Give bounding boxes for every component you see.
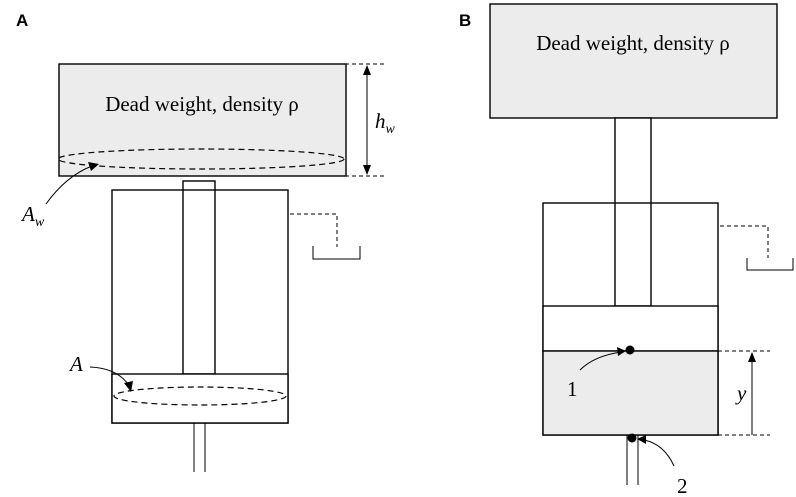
panel-a-area-w-arrowhead	[88, 162, 99, 171]
panel-a-area-arrowhead	[124, 381, 133, 392]
panel-b: B Dead weight, density ρ 1 y 2	[459, 3, 794, 497]
panel-a-area-w-pointer	[45, 165, 93, 205]
panel-b-position-symbol: y	[735, 381, 747, 405]
panel-b-letter: B	[459, 11, 471, 30]
panel-a-weight-area-ellipse	[57, 148, 345, 170]
panel-b-point-1-marker	[625, 345, 635, 355]
panel-a-area-symbol: A	[68, 352, 83, 376]
panel-b-point-1-label: 1	[567, 377, 578, 401]
panel-b-point-2-arrowhead	[637, 435, 646, 444]
panel-b-point-1-arrowhead	[617, 347, 626, 356]
panel-b-vent-line	[720, 225, 769, 258]
panel-b-piston-rod	[614, 117, 652, 307]
panel-b-dead-weight	[489, 3, 778, 119]
panel-a-height-symbol: hw	[375, 109, 396, 137]
panel-a-letter: A	[16, 11, 28, 30]
panel-b-dead-weight-label: Dead weight, density ρ	[536, 31, 730, 55]
panel-a-area-pointer	[89, 366, 129, 385]
panel-a-piston	[111, 373, 289, 424]
panel-b-point-2-marker	[627, 433, 637, 443]
panel-a: A Dead weight, density ρ hw Aw A	[16, 11, 396, 472]
panel-a-dead-weight	[58, 63, 347, 177]
panel-b-point-2-pointer	[643, 439, 675, 467]
panel-a-piston-rod	[182, 180, 216, 375]
panel-b-drain-tray	[746, 258, 794, 271]
panel-b-piston	[542, 305, 719, 352]
panel-b-point-1-pointer	[579, 351, 622, 371]
panel-b-point-2-label: 2	[677, 474, 688, 497]
panel-a-dead-weight-label: Dead weight, density ρ	[105, 92, 299, 116]
panel-a-area-w-symbol: Aw	[20, 202, 45, 230]
panel-a-piston-area-ellipse	[113, 386, 287, 406]
panel-a-drain-tray	[312, 246, 361, 260]
panel-a-vent-line	[290, 213, 338, 247]
